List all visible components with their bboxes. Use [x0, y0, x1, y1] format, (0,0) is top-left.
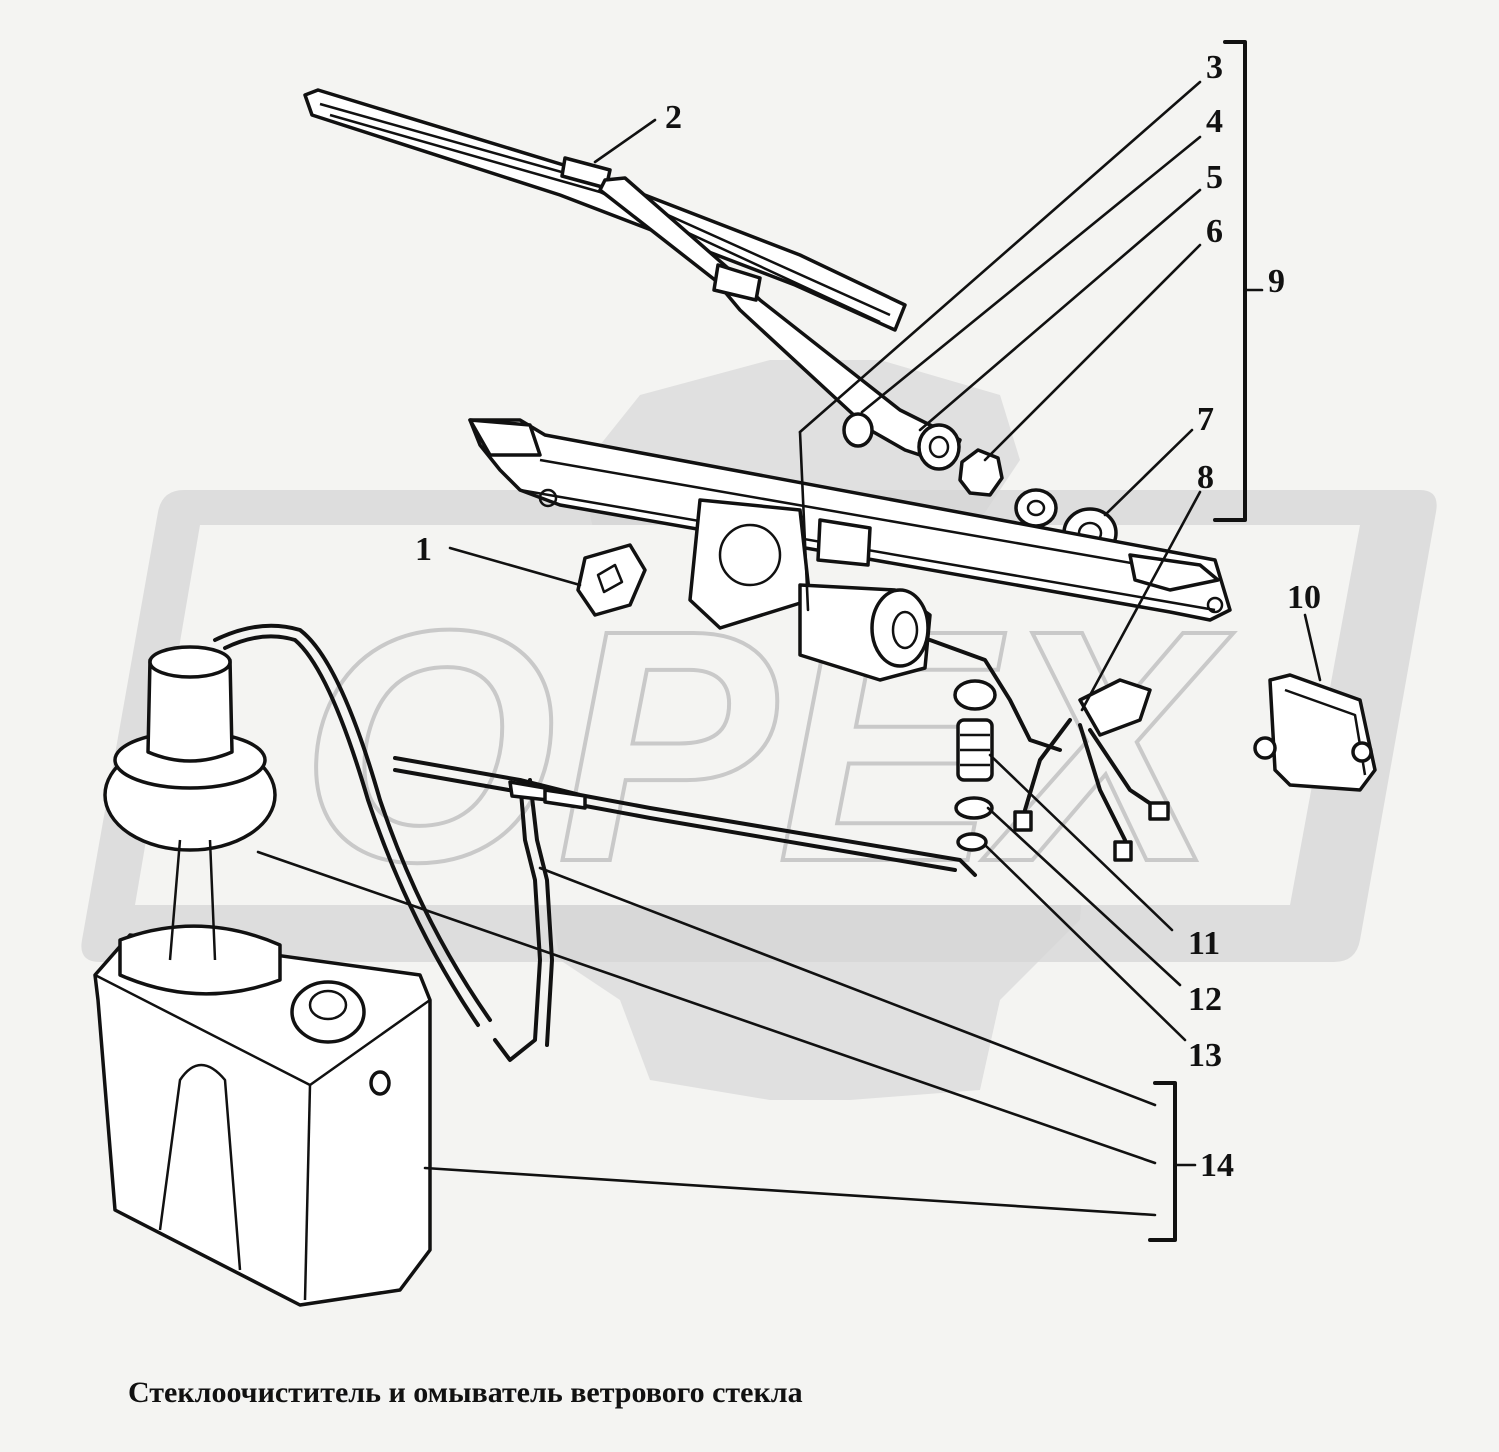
callout-10: 10 [1287, 579, 1321, 616]
watermark-plate-inner [135, 525, 1360, 905]
callout-4: 4 [1206, 103, 1223, 140]
callout-2: 2 [665, 99, 682, 136]
washer-reservoir [93, 924, 432, 1307]
callout-5: 5 [1206, 159, 1223, 196]
callout-13: 13 [1188, 1037, 1222, 1074]
wiper-motor [688, 498, 932, 682]
motor-bracket [576, 543, 647, 617]
washer-hoses [213, 623, 1062, 1062]
callout-14: 14 [1200, 1147, 1234, 1184]
callout-3: 3 [1206, 49, 1223, 86]
wiper-blade [303, 88, 907, 332]
leader-lines [256, 80, 1322, 1217]
callout-7: 7 [1197, 401, 1214, 438]
fastener-set [842, 412, 1118, 559]
callout-9: 9 [1268, 263, 1285, 300]
diagram-caption: Стеклоочиститель и омыватель ветрового с… [128, 1376, 803, 1409]
group-bracket-14 [1148, 1081, 1197, 1242]
relay-module [1253, 673, 1377, 792]
callout-8: 8 [1197, 459, 1214, 496]
callout-1: 1 [415, 531, 432, 568]
callout-6: 6 [1206, 213, 1223, 250]
callout-labels: 1 2 3 4 5 6 7 8 9 10 11 12 13 14 [415, 49, 1321, 1184]
washer-valve [953, 679, 997, 852]
washer-pump [103, 645, 277, 961]
callout-11: 11 [1188, 925, 1220, 962]
group-bracket-9 [1213, 40, 1264, 522]
watermark-text: OPEX [300, 561, 1234, 930]
callout-12: 12 [1188, 981, 1222, 1018]
